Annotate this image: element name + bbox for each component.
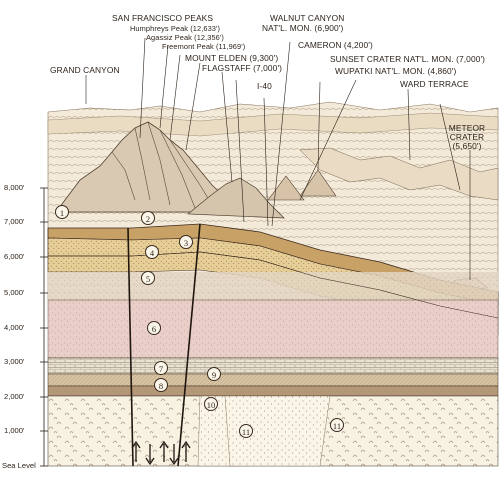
layer-number-6: 6: [147, 321, 161, 335]
label-flagstaff: FLAGSTAFF (7,000'): [202, 63, 283, 73]
layer-number-10: 10: [204, 397, 218, 411]
elevation-7000: 7,000': [4, 217, 25, 226]
label-san-francisco-peaks: SAN FRANCISCO PEAKS: [112, 13, 214, 23]
label-mount-elden: MOUNT ELDEN (9,300'): [185, 53, 279, 63]
label-grand-canyon: GRAND CANYON: [50, 65, 120, 75]
label-cameron: CAMERON (4,200'): [298, 40, 373, 50]
layer-number-2: 2: [141, 211, 155, 225]
layer-number-4: 4: [145, 245, 159, 259]
label-ward-terrace: WARD TERRACE: [400, 79, 469, 89]
label-meteor-crater-2: CRATER: [449, 132, 485, 142]
label-freemont-peak: Freemont Peak (11,969'): [162, 42, 246, 51]
label-meteor-crater-elev: (5,650'): [452, 141, 482, 151]
label-humphreys-peak: Humphreys Peak (12,633'): [130, 24, 221, 33]
label-i40: I-40: [257, 81, 272, 91]
elevation-3000: 3,000': [4, 357, 25, 366]
layer-number-9: 9: [207, 367, 221, 381]
elevation-sea-level: Sea Level: [2, 461, 36, 470]
layer-number-7: 7: [154, 361, 168, 375]
layer-number-11-left: 11: [239, 424, 253, 438]
label-sunset-crater: SUNSET CRATER NAT'L. MON. (7,000'): [330, 54, 486, 64]
elevation-8000: 8,000': [4, 183, 25, 192]
layer-number-11-right: 11: [330, 418, 344, 432]
layer-number-1: 1: [55, 205, 69, 219]
label-walnut-canyon: WALNUT CANYON: [270, 13, 345, 23]
elevation-1000: 1,000': [4, 426, 25, 435]
label-agassiz-peak: Agassiz Peak (12,356'): [146, 33, 224, 42]
label-meteor-crater: METEOR: [448, 123, 486, 133]
elevation-6000: 6,000': [4, 252, 25, 261]
elevation-4000: 4,000': [4, 323, 25, 332]
elevation-5000: 5,000': [4, 288, 25, 297]
layer-number-3: 3: [179, 235, 193, 249]
elevation-2000: 2,000': [4, 392, 25, 401]
label-walnut-canyon-elev: NAT'L. MON. (6,900'): [262, 23, 344, 33]
layer-number-8: 8: [154, 378, 168, 392]
label-wupatki: WUPATKI NAT'L. MON. (4,860'): [335, 66, 457, 76]
layer-number-5: 5: [141, 271, 155, 285]
